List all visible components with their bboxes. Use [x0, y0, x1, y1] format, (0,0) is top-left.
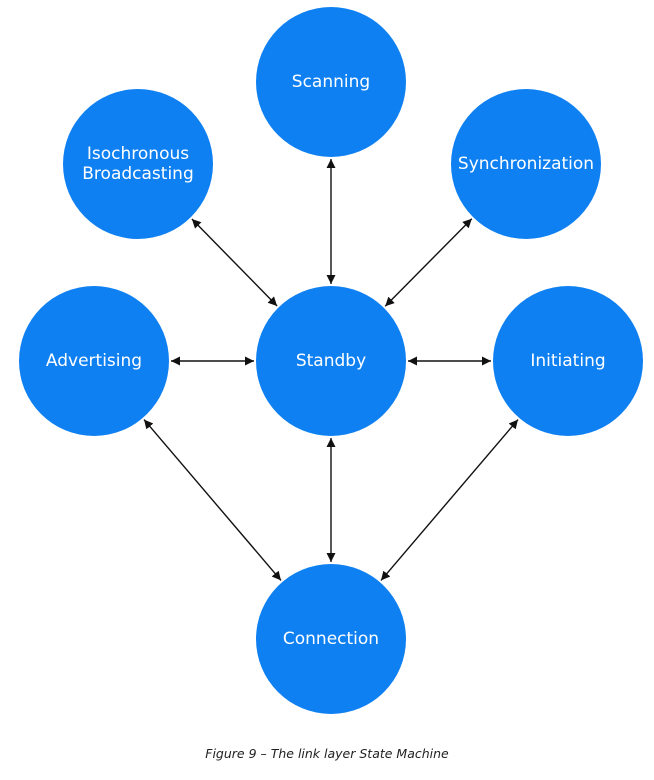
state-circle-connection [256, 564, 406, 714]
state-circle-advertising [19, 286, 169, 436]
state-node-initiating: Initiating [493, 286, 643, 436]
state-circle-scanning [256, 7, 406, 157]
state-node-connection: Connection [256, 564, 406, 714]
state-label-connection: Connection [283, 629, 379, 649]
state-circle-standby [256, 286, 406, 436]
state-circle-synchronization [451, 89, 601, 239]
state-label-isochronous-broadcasting-line-1: Isochronous [87, 144, 189, 164]
state-circle-initiating [493, 286, 643, 436]
state-node-standby: Standby [256, 286, 406, 436]
figure-caption: Figure 9 – The link layer State Machine [205, 746, 449, 761]
state-label-synchronization: Synchronization [458, 154, 594, 174]
state-circle-isochronous-broadcasting [63, 89, 213, 239]
arrow-standby-isochronous-broadcasting [191, 218, 278, 307]
state-label-scanning: Scanning [292, 72, 370, 92]
state-node-advertising: Advertising [19, 286, 169, 436]
state-label-initiating: Initiating [530, 351, 605, 371]
arrow-advertising-connection [143, 419, 282, 581]
state-label-isochronous-broadcasting-line-2: Broadcasting [82, 164, 193, 184]
arrow-standby-synchronization [384, 218, 473, 307]
state-label-advertising: Advertising [46, 351, 142, 371]
edges-layer [143, 159, 519, 581]
state-node-synchronization: Synchronization [451, 89, 601, 239]
arrow-initiating-connection [380, 419, 519, 581]
state-label-standby: Standby [296, 351, 366, 371]
state-node-scanning: Scanning [256, 7, 406, 157]
